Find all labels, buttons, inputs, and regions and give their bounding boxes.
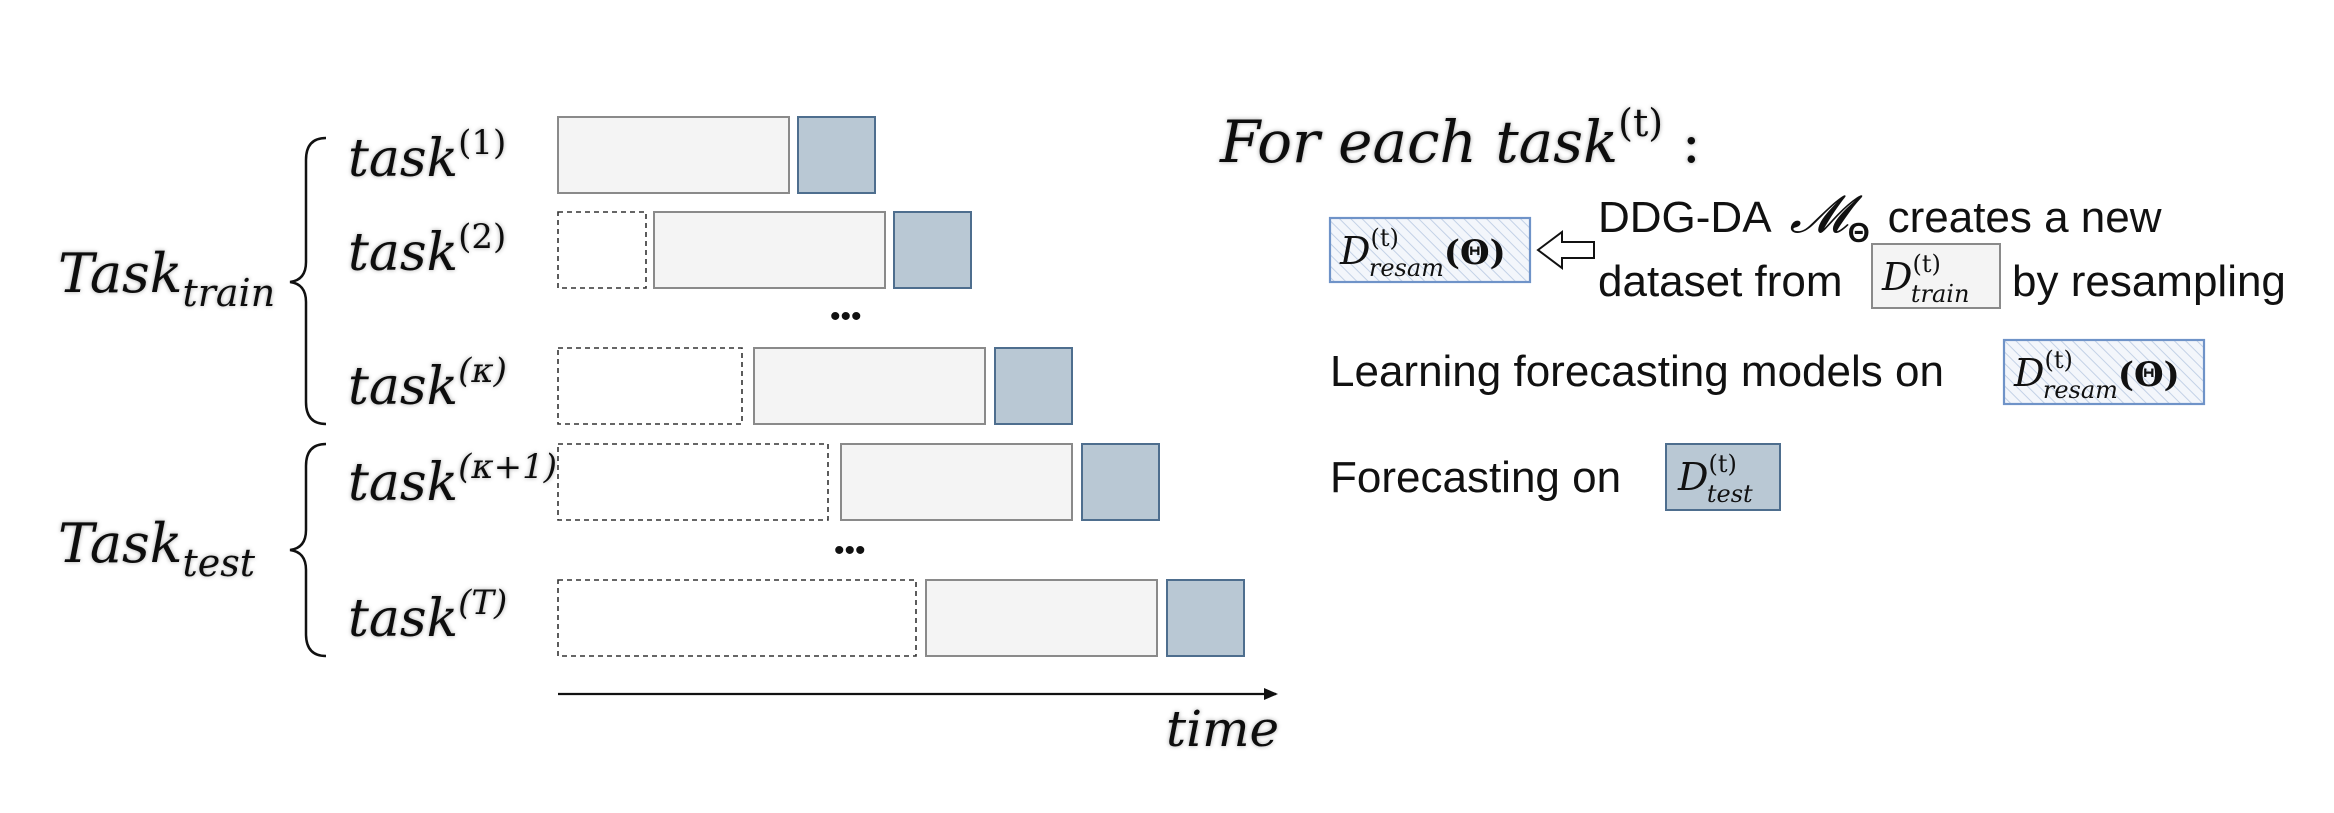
task-label-1: task(1) [348,123,506,189]
rowk1-dropped-block [557,443,829,521]
train-brace [289,136,327,426]
task-label-kappa-plus-1: task(κ+1) [348,447,557,513]
task-train-label: Tasktrain [58,242,275,315]
rowk-train-block [753,347,986,425]
row2-train-block [653,211,886,289]
svg-text:D(t)train: D(t)train [1881,250,1969,308]
rowT-test-block [1166,579,1245,657]
rowk-dropped-block [557,347,743,425]
resample-arrow [1536,230,1595,270]
ellipsis-test: ••• [834,534,866,567]
rowT-dropped-block [557,579,917,657]
row1-test-block [797,116,876,194]
rowT-train-block [925,579,1158,657]
d-resam-box-2: D(t)resam(Θ) [2002,338,2206,406]
line2-text-b: by resampling [2012,257,2286,306]
test-brace [289,442,327,658]
row2-test-block [893,211,972,289]
d-train-box: D(t)train [1871,243,2001,309]
task-label-kappa: task(κ) [348,351,507,417]
svg-text:D(t)resam(Θ): D(t)resam(Θ) [2013,346,2180,404]
line4-text: Forecasting on [1330,453,1621,502]
line3-text: Learning forecasting models on [1330,347,1944,396]
rowk-test-block [994,347,1073,425]
task-label-T: task(T) [348,583,507,649]
ellipsis-train: ••• [830,300,862,333]
svg-text:D(t)test: D(t)test [1677,450,1753,508]
time-axis-label: time [1166,700,1279,758]
row1-train-block [557,116,790,194]
task-label-2: task(2) [348,217,506,283]
row2-dropped-block [557,211,647,289]
line2-text-a: dataset from [1598,257,1843,306]
d-resam-box-1: D(t)resam(Θ) [1328,216,1532,284]
heading-for-each-task: For each task(t) : [1219,101,1701,176]
d-test-box: D(t)test [1665,443,1781,511]
rowk1-test-block [1081,443,1160,521]
task-test-label: Tasktest [58,512,256,585]
rowk1-train-block [840,443,1073,521]
svg-text:D(t)resam(Θ): D(t)resam(Θ) [1339,224,1506,282]
